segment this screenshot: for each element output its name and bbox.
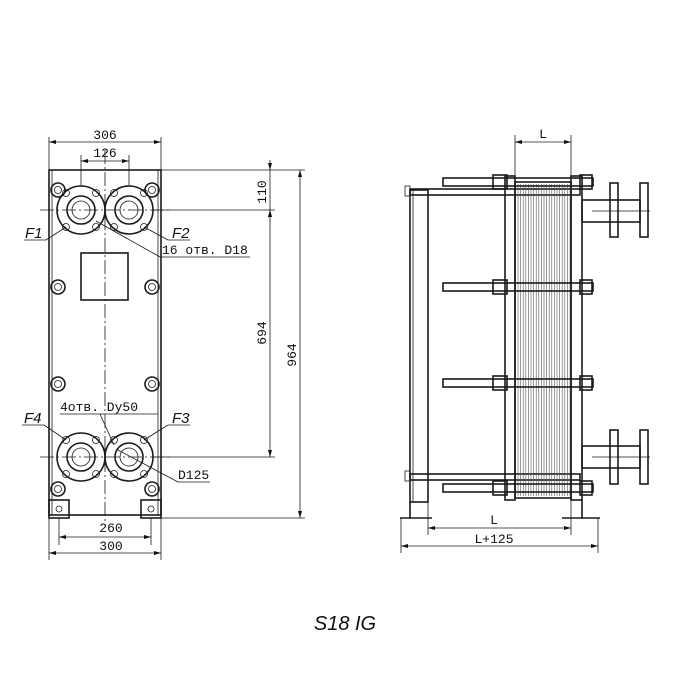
fixed-plate [570,175,583,501]
drawing-caption: S18 IG [314,613,376,635]
dim-total-length: L+125 [474,532,513,547]
dim-total-height: 964 [285,343,300,367]
lower-nozzle [581,429,650,485]
upper-nozzle [581,182,650,238]
label-f2: F2 [172,225,190,242]
dim-port-spacing-bottom: 260 [99,521,122,536]
dim-port-spacing-top: 126 [93,146,116,161]
pressure-plate [409,189,429,503]
dim-plate-pack: L [539,127,547,142]
tie-bolts [442,174,594,496]
side-view: L L L+125 [400,127,650,553]
dim-port-vertical: 694 [255,321,270,345]
label-f4: F4 [24,410,42,427]
center-window [80,252,129,301]
tightening-bolt-holes [50,182,160,497]
dim-top-offset: 110 [255,180,270,203]
label-f1: F1 [25,225,43,242]
note-holes: 16 отв. D18 [162,243,248,258]
note-diameter: D125 [178,468,209,483]
flange-holes [62,189,148,478]
dim-width-bottom: 300 [99,539,122,554]
dim-width-top: 306 [93,128,116,143]
plate-lines [517,184,571,496]
front-view: 306 126 110 694 964 260 [22,128,305,560]
dim-length: L [490,513,498,528]
note-flange-holes: 4отв. Dy50 [60,400,138,415]
label-f3: F3 [172,410,190,427]
